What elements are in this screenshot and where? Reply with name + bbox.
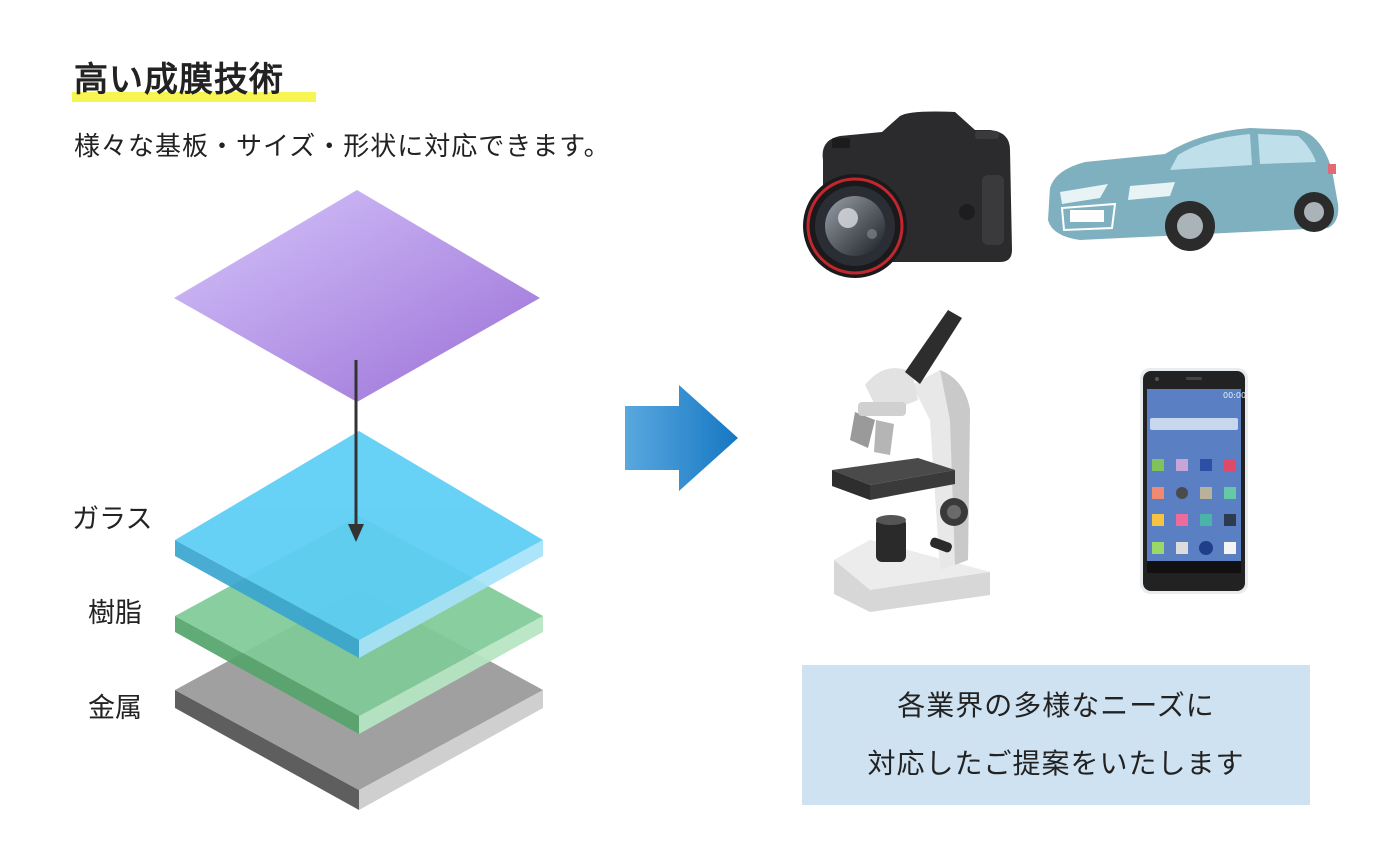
page-title: 高い成膜技術 — [74, 60, 284, 100]
deposition-arrow — [348, 360, 364, 542]
callout-line-2: 対応したご提案をいたします — [867, 747, 1245, 780]
camera-illustration — [803, 111, 1012, 278]
app-icon-grid — [1152, 459, 1236, 555]
callout-box: 各業界の多様なニーズに 対応したご提案をいたします — [802, 665, 1310, 805]
layer-label-glass: ガラス — [72, 504, 153, 535]
callout-line-1: 各業界の多様なニーズに — [897, 689, 1215, 722]
page-title-group: 高い成膜技術 — [72, 52, 316, 102]
smartphone-illustration: 00:00 — [1140, 368, 1248, 594]
status-time: 00:00 — [1223, 391, 1246, 400]
layer-label-resin: 樹脂 — [88, 598, 142, 629]
microscope-illustration — [832, 310, 990, 612]
layer-label-metal: 金属 — [88, 693, 142, 724]
title-highlight — [72, 92, 316, 102]
glass-substrate — [175, 431, 543, 658]
car-illustration — [1048, 128, 1339, 251]
page-subtitle: 様々な基板・サイズ・形状に対応できます。 — [74, 132, 611, 162]
film-layer — [174, 190, 540, 402]
right-arrow — [625, 385, 738, 491]
